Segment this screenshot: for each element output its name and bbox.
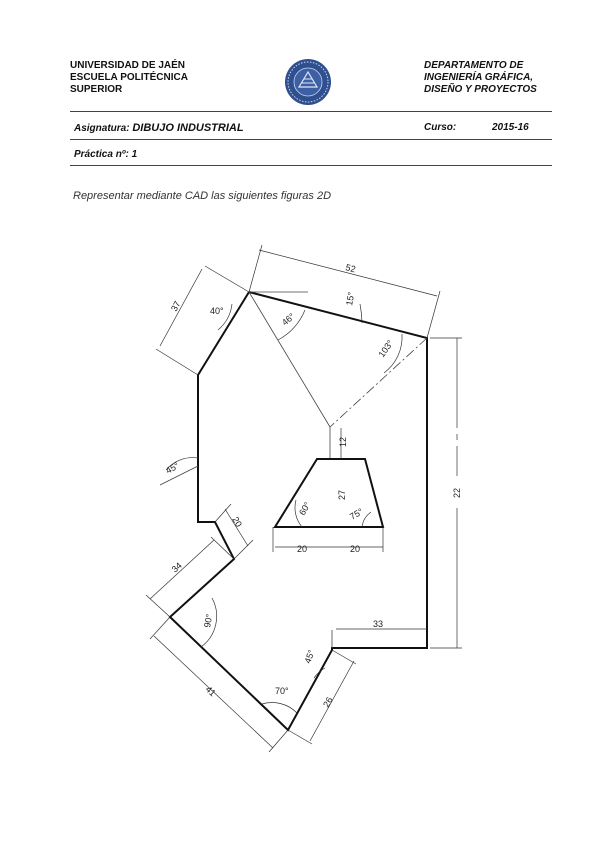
dim-top-text: 52	[345, 262, 357, 274]
dim-angle-left-text: 45°	[164, 460, 181, 476]
university-seal-icon	[283, 57, 333, 107]
subject-label: Asignatura:	[74, 123, 130, 134]
header-left-line-2: ESCUELA POLITÉCNICA	[70, 72, 188, 83]
angle-arcs	[165, 303, 403, 714]
subject-line: Asignatura: DIBUJO INDUSTRIAL	[74, 122, 244, 134]
dim-vertical-small-text: 12	[338, 437, 348, 447]
header-left-line-1: UNIVERSIDAD DE JAÉN	[70, 60, 186, 71]
department-name: DEPARTAMENTO DE INGENIERÍA GRÁFICA, DISE…	[424, 60, 537, 96]
header-right-line-2: INGENIERÍA GRÁFICA,	[424, 72, 534, 83]
dim-trap-height-text: 27	[337, 490, 347, 500]
dim-angle-bottom-right-text: 45°	[302, 648, 316, 665]
dim-bottom-right-text: 26	[321, 695, 335, 709]
dim-angle-top-edge-text: 15°	[344, 291, 356, 307]
header-left-line-3: SUPERIOR	[70, 84, 123, 95]
dimension-lines	[145, 244, 462, 753]
dim-step-text: 20	[230, 515, 244, 529]
task-statement: Representar mediante CAD las siguientes …	[73, 190, 332, 202]
course-divider	[70, 139, 552, 140]
trapezoid-outline	[273, 458, 385, 528]
dim-angle-lower-left-text: 90°	[202, 613, 214, 629]
dim-angle-apex-text: 46°	[280, 311, 297, 328]
dim-right-text: 22	[452, 488, 462, 498]
dim-angle-trap-left-text: 60°	[297, 500, 313, 517]
dim-upper-left-text: 37	[169, 299, 183, 313]
year-label: Curso:	[424, 122, 457, 133]
dim-bottom-left-text: 41	[204, 684, 218, 698]
subject-value: DIBUJO INDUSTRIAL	[132, 122, 244, 134]
dim-angle-bottom-text: 70°	[275, 686, 289, 696]
university-name: UNIVERSIDAD DE JAÉN ESCUELA POLITÉCNICA …	[70, 60, 188, 96]
dim-right-step-text: 33	[373, 619, 383, 629]
header-right-line-3: DISEÑO Y PROYECTOS	[424, 84, 537, 95]
practice-number: Práctica nº: 1	[74, 149, 138, 160]
practice-divider	[70, 165, 552, 166]
year-value: 2015-16	[492, 122, 529, 133]
dim-angle-right-text: 103°	[376, 338, 395, 359]
dim-trap-base-right-text: 20	[350, 544, 360, 554]
dim-trap-base-left-text: 20	[297, 544, 307, 554]
header-right-line-1: DEPARTAMENTO DE	[424, 60, 524, 71]
main-figure-outline	[168, 291, 428, 732]
dim-lower-left-text: 34	[170, 560, 184, 574]
dim-angle-top-left-text: 40°	[210, 306, 224, 316]
header-divider	[70, 111, 552, 112]
construction-lines	[159, 291, 428, 648]
dim-angle-trap-right-text: 75°	[348, 506, 365, 522]
